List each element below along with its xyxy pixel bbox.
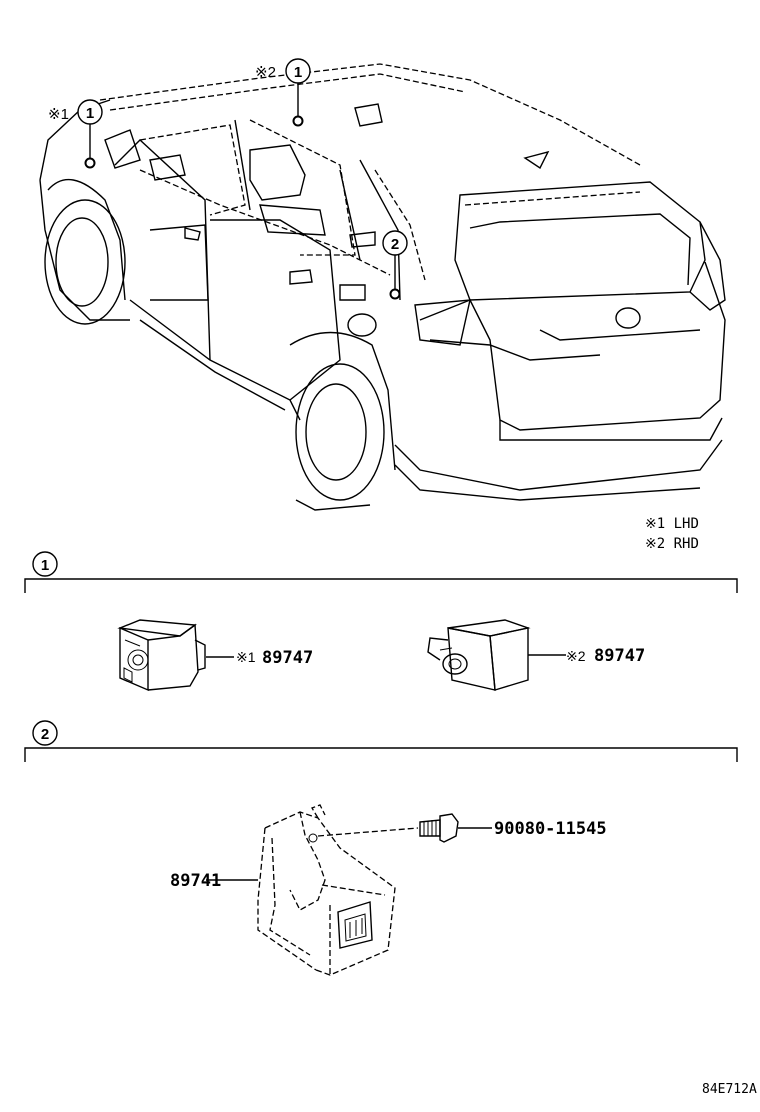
section-2-number: 2	[41, 726, 49, 743]
ecu-bracket-drawing	[257, 804, 396, 976]
vehicle-illustration	[39, 63, 726, 511]
bolt-drawing	[419, 813, 459, 843]
callout-mark-lhd: ※1	[48, 106, 69, 123]
callout-number-1-rhd: 1	[294, 64, 302, 81]
section-1-number: 1	[41, 557, 49, 574]
callout-2-location: 2	[382, 230, 408, 300]
sensor-rhd-drawing	[427, 619, 531, 691]
part-sensor-lhd-mark: ※1	[236, 649, 256, 665]
callout-number-1-lhd: 1	[86, 105, 94, 122]
callout-number-2: 2	[391, 236, 399, 253]
part-bolt-number: 90080-11545	[494, 819, 607, 839]
sensor-lhd-drawing	[117, 619, 206, 692]
part-sensor-rhd-mark: ※2	[566, 648, 586, 664]
section-1: 1 ※1 89747 ※2 89747	[24, 551, 738, 692]
section-2: 2 89741 90080-11545	[24, 720, 738, 976]
legend-rhd: ※2 RHD	[645, 536, 699, 552]
callout-mark-rhd: ※2	[255, 64, 276, 81]
legend-lhd: ※1 LHD	[645, 516, 699, 532]
part-sensor-lhd-number: 89747	[262, 648, 313, 668]
callout-lhd-location: ※1 1	[48, 99, 103, 169]
part-bracket-ecu-number: 89741	[170, 871, 221, 891]
reference-code: 84E712A	[702, 1082, 757, 1097]
callout-rhd-location: ※2 1	[255, 58, 311, 127]
part-sensor-rhd-number: 89747	[594, 646, 645, 666]
